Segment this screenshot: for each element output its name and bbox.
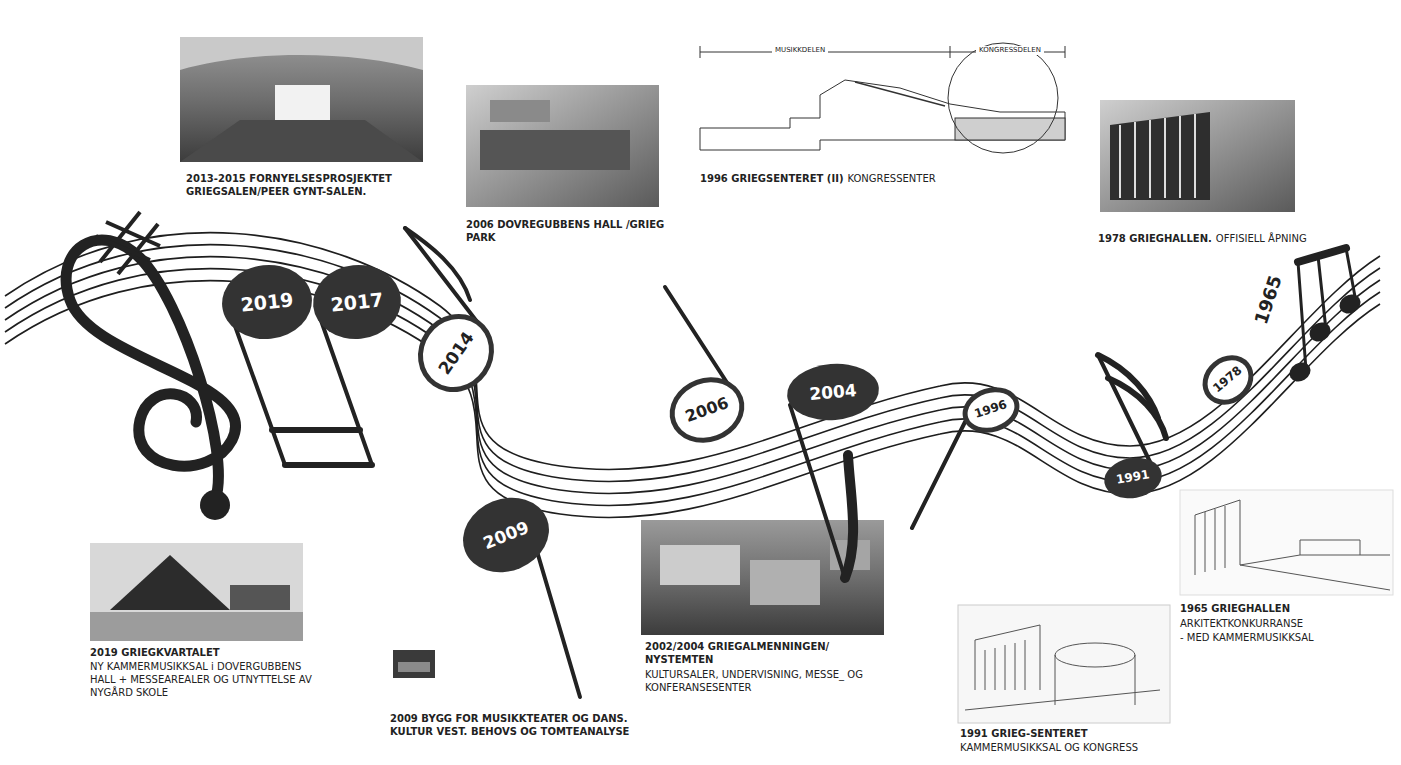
caption-heading: 2009 BYGG FOR MUSIKKTEATER OG DANS. KULT… <box>390 712 635 738</box>
sketch-grieghallen-1965 <box>1180 490 1393 595</box>
caption-heading: 1965 GRIEGHALLEN <box>1180 602 1290 615</box>
staff-lines <box>5 233 1380 518</box>
note-stems <box>230 228 1356 697</box>
caption-heading: 1996 GRIEGSENTERET (II) <box>700 172 843 185</box>
open-note-head: 2006 <box>660 367 753 453</box>
caption-heading: 2013-2015 FORNYELSESPROSJEKTET GRIEGSALE… <box>186 172 466 198</box>
year-label: 1965 <box>1249 273 1287 328</box>
caption-text: ARKITEKTKONKURRANSE <box>1180 617 1303 630</box>
year-text: 1996 <box>973 399 1009 422</box>
year-text: 2019 <box>240 289 295 315</box>
caption-text: OFFISIELL ÅPNING <box>1216 232 1307 245</box>
filled-note-head: 1991 <box>1101 453 1165 502</box>
caption-heading: 1991 GRIEG-SENTERET <box>960 727 1088 740</box>
caption-text: KULTURSALER, UNDERVISNING, MESSE_ OG KON… <box>645 668 895 694</box>
year-text: 1991 <box>1115 469 1150 488</box>
photo-construction <box>466 85 659 207</box>
caption-text: - MED KAMMERMUSIKKSAL <box>1180 631 1314 644</box>
year-text: 2017 <box>330 289 385 315</box>
drawing-label: KONGRESSDELEN <box>976 46 1044 55</box>
caption-text: KAMMERMUSIKKSAL OG KONGRESS <box>960 741 1138 754</box>
caption-text: KONGRESSENTER <box>847 172 935 185</box>
caption-heading: 2019 GRIEGKVARTALET <box>90 646 330 659</box>
filled-note-head: 2019 <box>218 260 315 343</box>
year-text: 1978 <box>1211 364 1245 396</box>
note-heads <box>1286 291 1364 386</box>
open-note-head: 1978 <box>1193 345 1264 415</box>
sketch-grieg-senteret <box>958 605 1170 723</box>
caption-text: NY KAMMERMUSIKKSAL i DOVERGUBBENS HALL +… <box>90 660 325 699</box>
year-text: 2014 <box>435 328 477 377</box>
treble-clef <box>66 240 235 520</box>
year-text: 2004 <box>809 381 858 404</box>
photo-griegkvartalet <box>90 543 303 641</box>
caption-heading: 2002/2004 GRIEGALMENNINGEN/ NYSTEMTEN <box>645 640 875 666</box>
sharp-sign <box>96 212 160 274</box>
section-drawing <box>700 43 1065 153</box>
caption-heading: 2006 DOVREGUBBENS HALL /GRIEG PARK <box>466 218 666 244</box>
year-text: 2006 <box>683 394 731 426</box>
caption-heading: 1978 GRIEGHALLEN. <box>1098 232 1212 245</box>
drawing-label: MUSIKKDELEN <box>772 46 828 55</box>
filled-note-head: 2004 <box>785 360 882 424</box>
year-text: 2009 <box>481 517 532 552</box>
photo-concert-hall <box>180 37 423 162</box>
photo-grieghallen <box>1100 100 1295 212</box>
photo-thumbnail <box>393 650 435 678</box>
